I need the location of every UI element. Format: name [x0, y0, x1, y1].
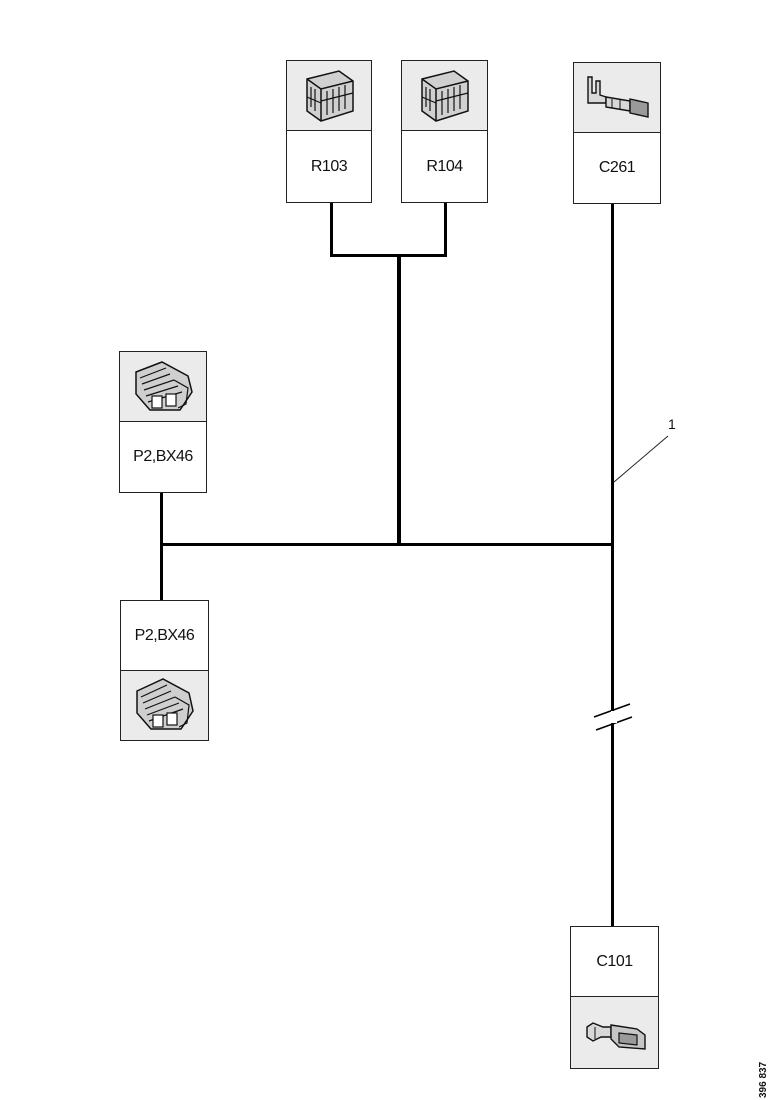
multi-pin-connector-icon	[135, 361, 193, 411]
wire-main-horizontal	[160, 543, 614, 546]
connector-r104-divider	[402, 130, 487, 131]
connector-r104[interactable]: R104	[401, 60, 488, 203]
connector-c261-label: C261	[598, 159, 636, 176]
connector-p2-bottom-divider	[121, 670, 208, 671]
connector-p2-top-label: P2,BX46	[133, 448, 193, 465]
wire-r103-drop	[330, 203, 333, 257]
single-terminal-icon	[587, 76, 649, 118]
connector-c101[interactable]: C101	[570, 926, 659, 1069]
callout-leader-line	[613, 435, 669, 483]
connector-c261-picture	[574, 63, 660, 132]
connector-r104-label: R104	[426, 157, 463, 175]
connector-r104-picture	[402, 61, 487, 130]
connector-c101-label: C101	[596, 952, 633, 970]
connector-p2-top-picture	[120, 352, 206, 421]
connector-r103[interactable]: R103	[286, 60, 372, 203]
multi-pin-connector-icon	[306, 70, 354, 122]
wire-c261-c101-trunk	[611, 203, 614, 927]
multi-pin-connector-icon	[136, 678, 194, 730]
connector-p2-top-divider	[120, 421, 206, 422]
document-number: 396 837	[758, 1061, 769, 1098]
connector-r103-divider	[287, 130, 371, 131]
wire-r-trunk	[397, 254, 401, 546]
callout-label: 1	[668, 416, 676, 432]
wire-r104-drop	[444, 203, 447, 257]
connector-r103-label: R103	[310, 157, 348, 175]
connector-p2-bx46-top[interactable]: P2,BX46	[119, 351, 207, 493]
wire-break-icon	[593, 703, 633, 731]
wire-r-bridge	[330, 254, 447, 257]
multi-pin-connector-icon	[421, 70, 469, 122]
connector-c101-divider	[571, 996, 658, 997]
connector-r103-picture	[287, 61, 371, 130]
single-terminal-icon	[586, 1022, 646, 1050]
connector-p2-bottom-picture	[121, 671, 208, 740]
connector-c101-picture	[571, 997, 658, 1068]
wire-p2-vertical	[160, 492, 163, 602]
connector-c261[interactable]: C261	[573, 62, 661, 204]
connector-p2-bottom-label: P2,BX46	[134, 626, 195, 644]
connector-c261-divider	[574, 132, 660, 133]
connector-p2-bx46-bottom[interactable]: P2,BX46	[120, 600, 209, 741]
